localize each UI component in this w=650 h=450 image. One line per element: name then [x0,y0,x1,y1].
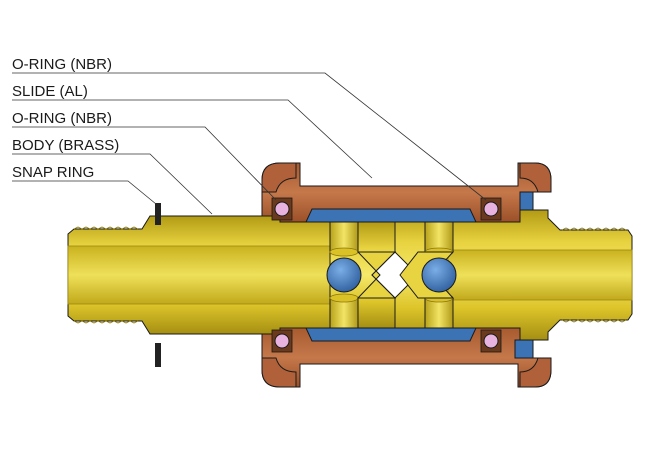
left-bore [67,245,331,305]
left-pin-bottom [329,297,359,329]
left-pin-bottom-cap [329,293,359,303]
ball-left [326,257,362,293]
o-rings [271,197,502,353]
o-ring-right-top [483,201,499,217]
snap-ring-bottom [155,343,161,367]
leader-oring-inner [12,126,277,201]
seal-strip-bottom [305,327,477,342]
label-oring-inner: O-RING (NBR) [12,110,112,127]
valve-cone-left [356,251,397,299]
slide-bottom-right-lip [519,357,552,388]
slide-top-left-lip [261,162,297,193]
leader-body [12,153,213,215]
label-body: BODY (BRASS) [12,137,119,154]
left-thread-top [73,226,139,230]
right-thread-top [561,227,627,231]
label-slide: SLIDE (AL) [12,83,88,100]
right-pin-top [424,221,454,253]
o-ring-right-bottom [483,333,499,349]
right-thread-bottom [561,319,627,323]
right-bore [447,249,633,301]
ball-right [421,257,457,293]
o-ring-left-top [274,201,290,217]
leader-oring-outer [12,72,487,201]
left-pin-top [329,221,359,253]
leader-snap-ring [12,180,157,205]
leader-slide [12,99,373,179]
left-brass-body [67,215,396,335]
seal-right-top [519,191,534,211]
seal-right-bottom [514,339,534,359]
left-thread-bottom [73,320,139,324]
seal-strip-top [305,208,477,223]
right-brass-body [394,209,633,341]
slide-bottom-left-lip [261,357,297,388]
leader-lines [12,72,487,215]
label-snap-ring: SNAP RING [12,164,94,181]
snap-ring-top [155,203,161,225]
label-oring-outer: O-RING (NBR) [12,56,112,73]
left-pin-top-cap [329,247,359,257]
o-ring-left-bottom [274,333,290,349]
right-pin-bottom [424,297,454,329]
seal-strips [305,191,534,359]
slide-top-right-lip [519,162,552,193]
slide-sleeve [261,162,552,388]
